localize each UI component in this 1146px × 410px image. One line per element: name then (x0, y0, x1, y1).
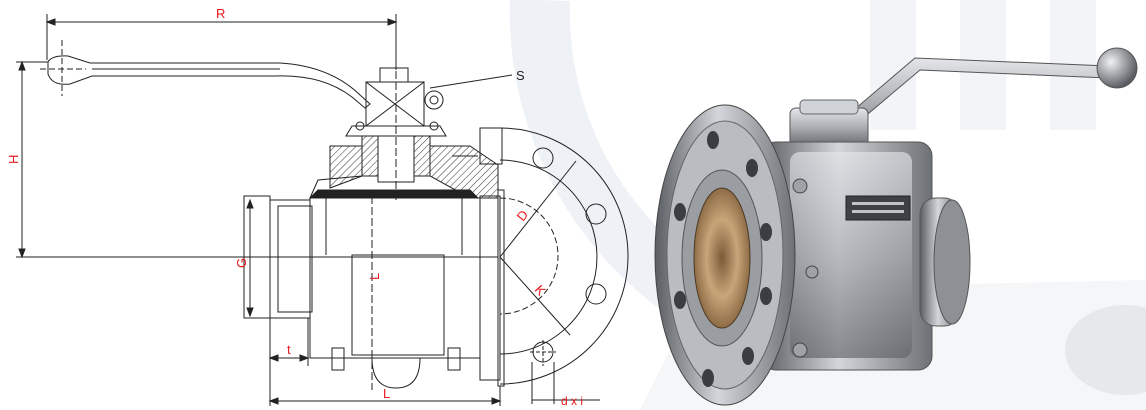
dimension-label-k: K (532, 282, 549, 299)
dimension-label-l-inner: L (367, 273, 382, 280)
dimension-label-l-bottom: L (383, 386, 390, 401)
valve-body (240, 189, 505, 390)
stem-head (345, 60, 447, 200)
dimension-label-g: G (234, 258, 249, 268)
valve-photo (654, 47, 1138, 406)
flange-end-view (499, 127, 629, 404)
callout-label-s: S (516, 68, 525, 83)
dimension-label-h: H (6, 155, 21, 164)
dimension-label-t: t (287, 342, 291, 357)
dimension-label-r: R (216, 6, 225, 21)
dimension-label-dxi: d x i (561, 394, 583, 408)
body-cover (308, 127, 503, 199)
handle-lever (40, 40, 371, 109)
technical-drawing (16, 14, 629, 406)
